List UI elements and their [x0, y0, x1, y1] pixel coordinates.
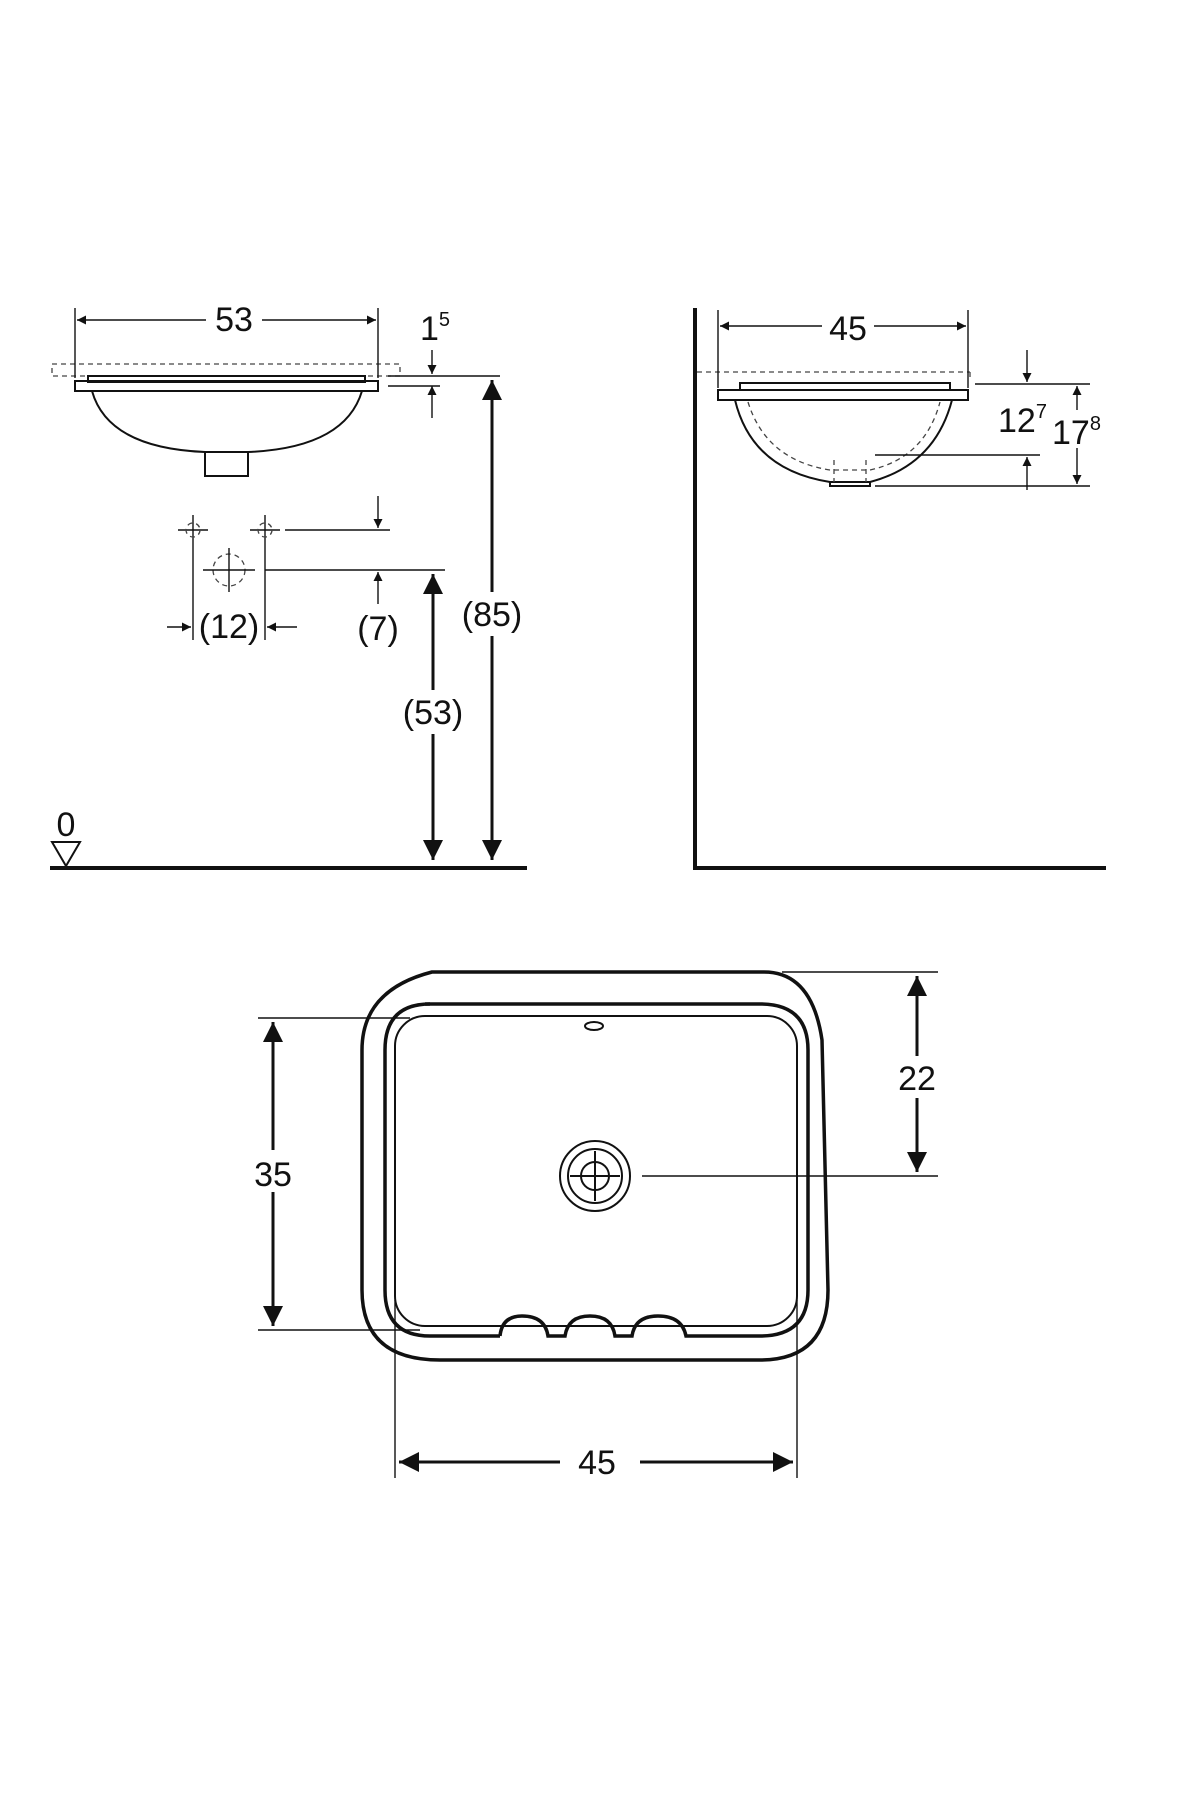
tap-offset-label: (7)	[357, 610, 399, 648]
drain-offset-label: 22	[898, 1060, 936, 1098]
total-depth-label: 178	[1052, 413, 1101, 452]
basin-bowl-plan	[394, 1015, 798, 1327]
countertop-outline	[51, 363, 401, 377]
bowl-depth-label: 127	[998, 401, 1047, 440]
tap-left-symbol	[178, 515, 208, 545]
side-basin-bowl	[734, 399, 953, 483]
rim-thickness-label: 15	[420, 309, 450, 348]
side-basin-rim	[717, 389, 969, 401]
floor-level-label: 0	[57, 806, 76, 844]
tap-right-symbol	[250, 515, 280, 545]
drain-symbol	[203, 548, 255, 592]
side-depth-label: 45	[829, 310, 867, 348]
basin-rim-top	[87, 375, 366, 383]
outlet-stub	[204, 452, 249, 477]
tap-spacing-label: (12)	[199, 608, 259, 646]
floor-level-triangle	[50, 841, 82, 868]
basin-inner-rim	[425, 1002, 810, 1338]
side-outlet	[829, 482, 871, 487]
basin-bowl	[91, 390, 363, 453]
total-height-label: (85)	[462, 596, 522, 634]
plan-view: 35 22 45	[248, 970, 944, 1482]
side-view: 45 127 178	[693, 308, 1106, 870]
overflow-notches	[498, 1314, 705, 1338]
overflow-hole	[584, 1021, 604, 1031]
front-width-label: 53	[215, 301, 253, 339]
front-view: 53 15 (12)	[50, 301, 527, 870]
plan-depth-label: 35	[254, 1156, 292, 1194]
outlet-height-label: (53)	[403, 694, 463, 732]
plan-width-label: 45	[578, 1444, 616, 1482]
drain-icon	[559, 1140, 631, 1212]
